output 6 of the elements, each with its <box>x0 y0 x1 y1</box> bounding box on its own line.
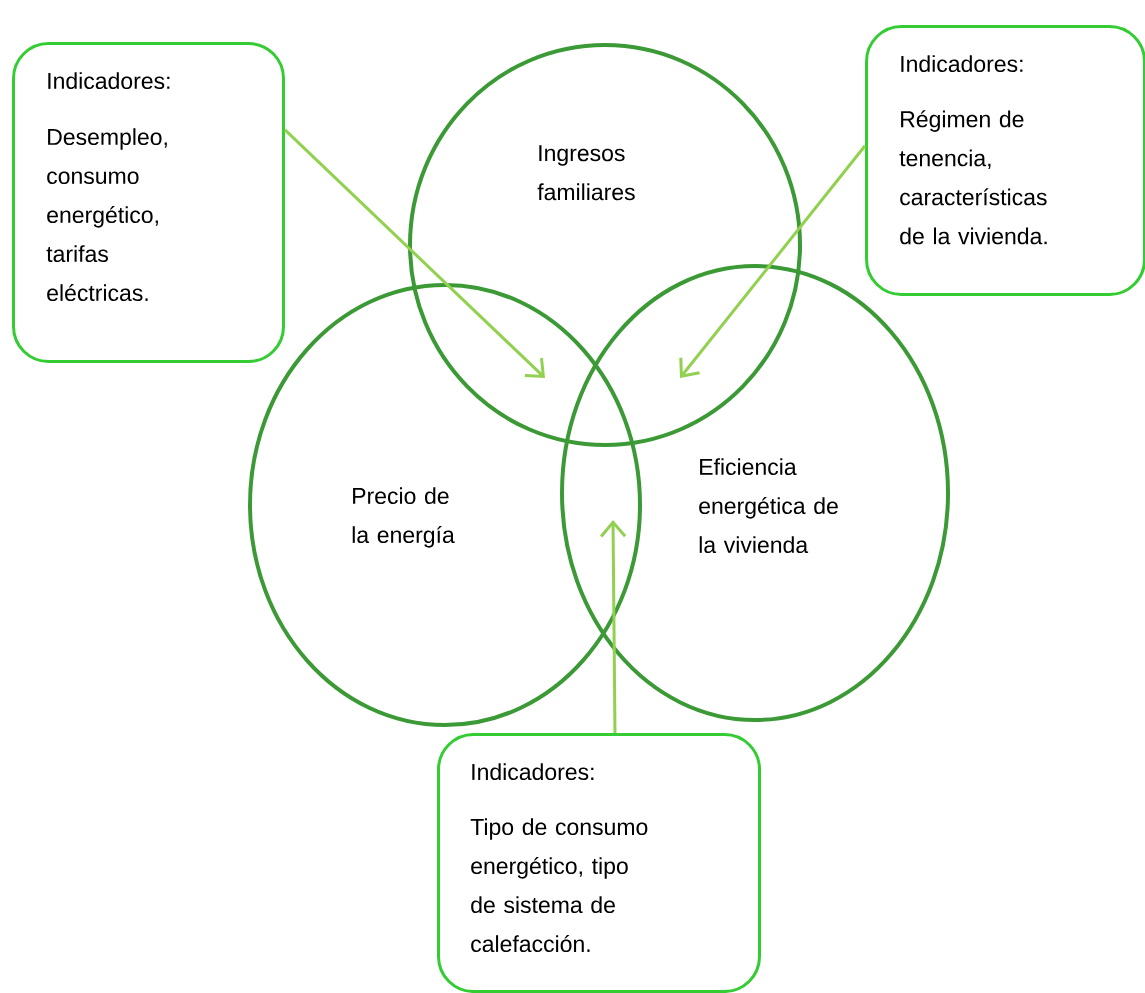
arrow <box>283 128 545 378</box>
callout-box: Indicadores: Régimen de tenencia, características de la vivienda. <box>865 25 1145 296</box>
arrow <box>600 520 627 734</box>
arrow <box>679 144 867 378</box>
callout-box: Indicadores: Tipo de consumo energético, tipo de sistema de calefacción. <box>437 733 761 993</box>
callout-box: Indicadores: Desempleo, consumo energético, tarifas eléctricas. <box>12 42 285 363</box>
